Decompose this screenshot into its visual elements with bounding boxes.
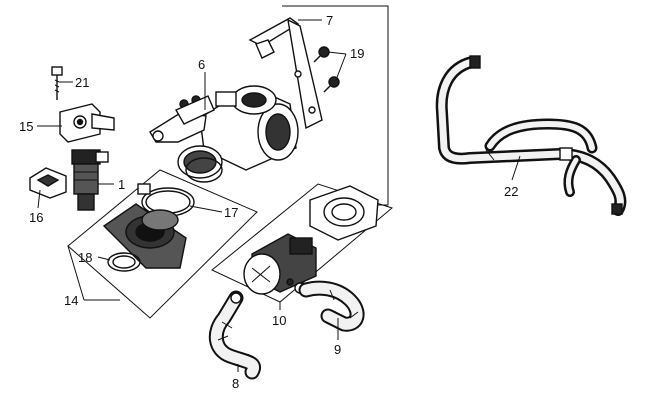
throttle-body-6 <box>149 85 299 183</box>
screws-19 <box>313 46 340 93</box>
fuel-injector-1 <box>71 149 109 211</box>
callout-14: 14 <box>64 293 78 308</box>
callout-19: 19 <box>350 46 364 61</box>
callout-15: 15 <box>19 119 33 134</box>
clip-16 <box>29 167 67 199</box>
callout-1: 1 <box>118 177 125 192</box>
hose-8 <box>208 290 261 380</box>
callout-22: 22 <box>504 184 518 199</box>
injector-holder-15 <box>59 103 115 143</box>
leader-lines <box>37 19 521 372</box>
callout-17: 17 <box>224 205 238 220</box>
callout-labels: 21 15 1 16 7 6 19 17 18 14 10 9 8 22 <box>19 13 518 391</box>
callout-18: 18 <box>78 250 92 265</box>
intake-joint-14 <box>102 203 187 269</box>
callout-6: 6 <box>198 57 205 72</box>
bracket-7 <box>248 17 323 130</box>
callout-16: 16 <box>29 210 43 225</box>
callout-21: 21 <box>75 75 89 90</box>
o-ring-18 <box>107 252 141 272</box>
hose-assembly-22 <box>435 55 627 216</box>
callout-8: 8 <box>232 376 239 391</box>
hose-9 <box>298 280 365 332</box>
callout-10: 10 <box>272 313 286 328</box>
idle-valve-10 <box>243 185 379 295</box>
callout-7: 7 <box>326 13 333 28</box>
callout-9: 9 <box>334 342 341 357</box>
bolt-21 <box>51 66 63 100</box>
